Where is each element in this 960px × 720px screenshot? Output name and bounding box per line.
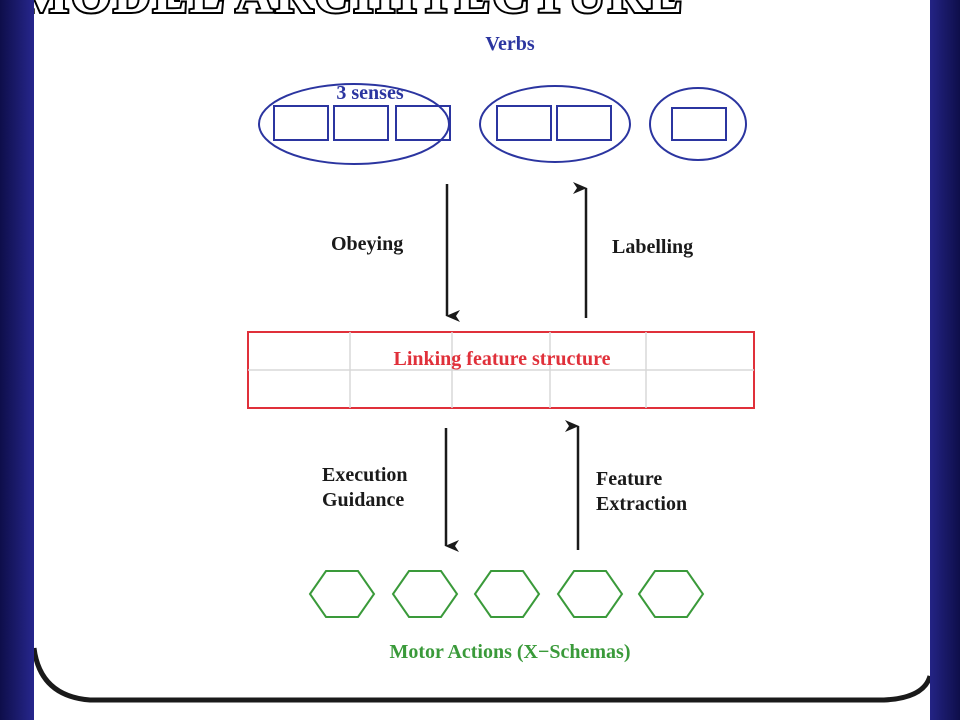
sense-box xyxy=(671,107,727,141)
verb-group-3-outline xyxy=(649,87,747,161)
x-schema-hexagon xyxy=(473,570,541,618)
verbs-label: Verbs xyxy=(485,33,534,55)
feature-label-line2: Extraction xyxy=(596,493,687,515)
x-schema-hexagon xyxy=(391,570,459,618)
sense-box xyxy=(333,105,389,141)
execution-label-line2: Guidance xyxy=(322,489,404,511)
verb-group-1: 3 senses xyxy=(258,82,451,165)
execution-label-line1: Execution xyxy=(322,464,408,486)
x-schema-hexagon xyxy=(637,570,705,618)
linking-label: Linking feature structure xyxy=(393,348,610,370)
verb-group-2-outline xyxy=(479,85,631,163)
sense-box xyxy=(496,105,552,141)
obeying-label: Obeying xyxy=(331,233,403,255)
verb-group-3 xyxy=(649,87,747,161)
slide-title: MODEL ARCHITECTURE xyxy=(34,0,684,24)
x-schema-hexagon xyxy=(556,570,624,618)
sense-box xyxy=(273,105,329,141)
motor-actions-label: Motor Actions (X−Schemas) xyxy=(390,641,631,663)
sense-box xyxy=(556,105,612,141)
motor-actions xyxy=(308,570,705,618)
verb-group-2 xyxy=(479,85,631,163)
labelling-label: Labelling xyxy=(612,236,693,258)
slide-frame-curve xyxy=(34,647,930,703)
architecture-diagram: MODEL ARCHITECTURE Verbs 3 senses xyxy=(34,0,930,703)
sense-box xyxy=(395,105,451,141)
x-schema-hexagon xyxy=(308,570,376,618)
slide-panel: MODEL ARCHITECTURE Verbs 3 senses xyxy=(34,0,930,720)
senses-label: 3 senses xyxy=(336,82,403,104)
linking-feature-structure: Linking feature structure xyxy=(247,331,755,409)
feature-label-line1: Feature xyxy=(596,468,662,490)
